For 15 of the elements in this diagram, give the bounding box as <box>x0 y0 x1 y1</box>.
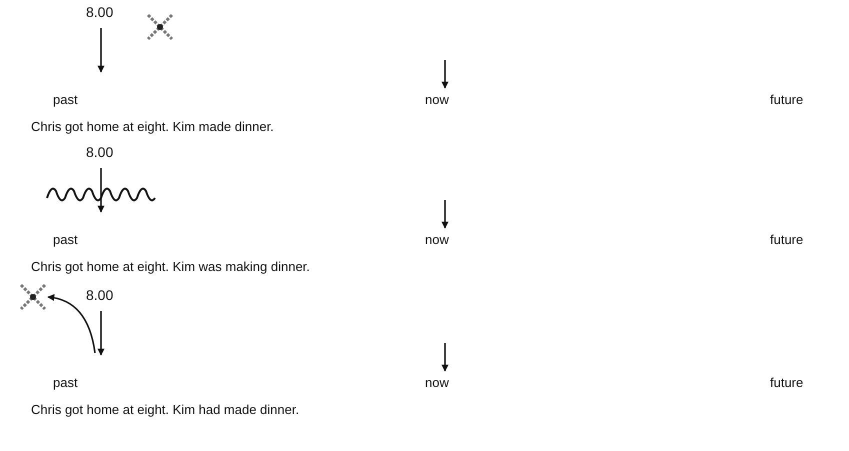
timeline-label: past <box>53 92 78 108</box>
time-label: 8.00 <box>86 287 114 303</box>
example-sentence: Chris got home at eight. Kim had made dinner. <box>31 402 300 418</box>
timeline-label: past <box>53 232 78 248</box>
example-sentence: Chris got home at eight. Kim was making dinner. <box>31 259 310 275</box>
timeline-label: future <box>770 375 804 391</box>
timeline-label: now <box>425 232 449 248</box>
time-label: 8.00 <box>86 144 114 160</box>
timeline-label: future <box>770 232 804 248</box>
timeline-label: now <box>425 92 449 108</box>
example-sentence: Chris got home at eight. Kim made dinner. <box>31 119 274 135</box>
timeline-label: future <box>770 92 804 108</box>
timeline-label: now <box>425 375 449 391</box>
timeline-label: past <box>53 375 78 391</box>
time-label: 8.00 <box>86 4 114 20</box>
